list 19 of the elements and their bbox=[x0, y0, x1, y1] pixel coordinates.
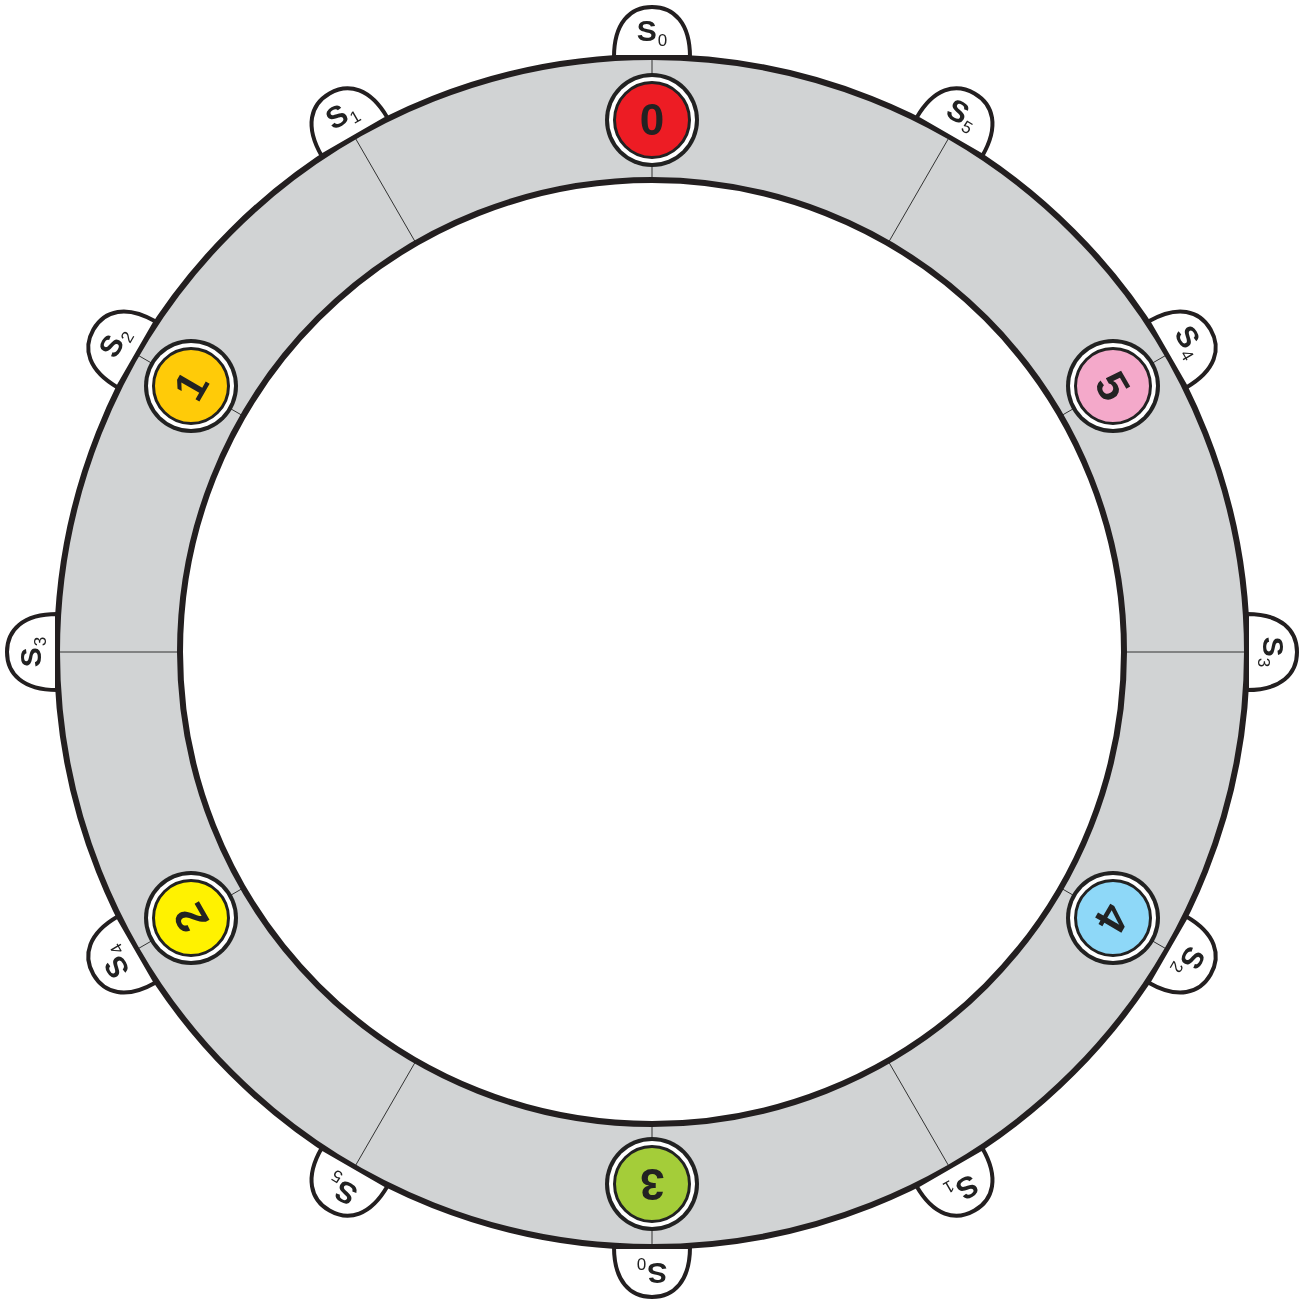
label-tab bbox=[86, 309, 158, 390]
token-number: 1 bbox=[165, 363, 218, 409]
token-number: 4 bbox=[1086, 895, 1139, 941]
label-tab bbox=[309, 1146, 390, 1218]
tab-label: S$_{0}$ bbox=[635, 16, 669, 48]
label-tab bbox=[5, 612, 59, 692]
label-tab bbox=[1146, 309, 1218, 390]
label-tab bbox=[1245, 612, 1299, 692]
token-number: 3 bbox=[639, 1161, 665, 1207]
label-tab bbox=[914, 86, 995, 158]
token-number: 2 bbox=[165, 895, 218, 941]
label-tab bbox=[1146, 914, 1218, 995]
label-tab bbox=[612, 1245, 692, 1299]
label-tab bbox=[86, 914, 158, 995]
label-tab bbox=[612, 5, 692, 59]
label-tab bbox=[914, 1146, 995, 1218]
token-number: 5 bbox=[1086, 363, 1139, 409]
token-number: 0 bbox=[639, 97, 665, 143]
label-tab bbox=[309, 86, 390, 158]
